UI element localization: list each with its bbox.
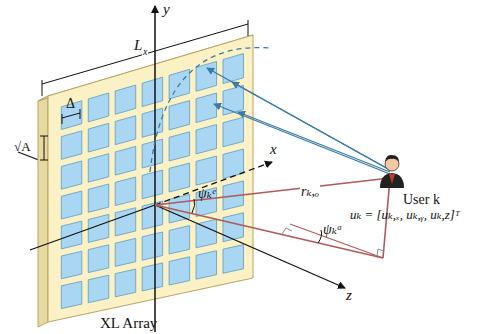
right-angle-mark	[282, 228, 292, 234]
dimension-line	[42, 24, 248, 84]
antenna-element	[142, 77, 163, 106]
dimension-subscript: x	[142, 47, 148, 57]
user-label: User k	[403, 193, 440, 207]
antenna-element	[61, 251, 81, 279]
panel-side	[38, 96, 48, 327]
array-label: XL Array	[100, 316, 157, 331]
antenna-element	[88, 245, 109, 273]
antenna-element	[169, 101, 190, 130]
antenna-element	[88, 154, 109, 182]
azimuth-line	[290, 224, 383, 258]
antenna-element	[142, 263, 163, 291]
wavefront	[150, 48, 270, 172]
azimuth-angle-arc	[318, 230, 322, 243]
dimension-tick	[42, 80, 43, 96]
antenna-element	[223, 117, 244, 147]
position-label: uₖ = [uₖ,ₓ, uₖ,ᵧ, uₖ,z]ᵀ	[350, 208, 460, 221]
antenna-element	[88, 123, 109, 152]
angle-label: ψₖᵃ	[323, 223, 342, 237]
spacing-label: Δ	[66, 97, 75, 111]
antenna-element	[223, 245, 244, 274]
antenna-element	[196, 219, 217, 248]
antenna-element	[115, 85, 135, 114]
x-axis-back	[30, 205, 155, 250]
antenna-element	[169, 163, 190, 192]
antenna-element	[61, 191, 81, 219]
size-label: √A	[14, 140, 31, 153]
antenna-element	[196, 125, 217, 154]
axis-label: z	[346, 288, 352, 303]
dimension-tick	[248, 20, 249, 36]
antenna-element	[61, 131, 81, 159]
antenna-element	[196, 61, 217, 91]
antenna-element	[223, 85, 244, 115]
antenna-tiles	[61, 54, 243, 309]
antenna-element	[223, 213, 244, 242]
size-bracket	[44, 136, 45, 160]
antenna-element	[169, 132, 190, 161]
angle-label: ψₖᵉ	[198, 187, 215, 201]
antenna-element	[61, 281, 81, 308]
elevation-angle-arc	[192, 199, 195, 213]
x-axis	[155, 162, 272, 205]
y-axis	[154, 6, 156, 332]
antenna-element	[115, 269, 135, 297]
antenna-element	[61, 161, 81, 189]
distance-label: rₖ,ₒ	[300, 185, 320, 199]
antenna-element	[142, 232, 163, 260]
right-angle-mark	[377, 249, 384, 256]
antenna-element	[115, 146, 135, 175]
antenna-element	[115, 177, 135, 205]
antenna-element	[169, 257, 190, 285]
signal-rays	[207, 68, 390, 174]
antenna-element	[196, 251, 217, 279]
projection-line	[155, 205, 383, 258]
antenna-element	[88, 93, 109, 122]
antenna-element	[88, 184, 109, 212]
panel-face	[48, 35, 253, 322]
antenna-element	[196, 156, 217, 185]
antenna-element	[142, 170, 163, 199]
antenna-element	[196, 93, 217, 123]
antenna-element	[115, 238, 135, 266]
axis-label: y	[163, 2, 170, 17]
z-axis	[155, 205, 345, 288]
axis-label: x	[270, 142, 277, 157]
antenna-element	[88, 275, 109, 303]
spacing-bracket	[62, 113, 80, 118]
antenna-element	[115, 116, 135, 145]
user-icon	[380, 155, 404, 188]
antenna-element	[142, 108, 163, 137]
antenna-element	[115, 208, 135, 236]
antenna-element	[196, 188, 217, 217]
distance-line	[155, 178, 390, 205]
antenna-element	[169, 226, 190, 254]
